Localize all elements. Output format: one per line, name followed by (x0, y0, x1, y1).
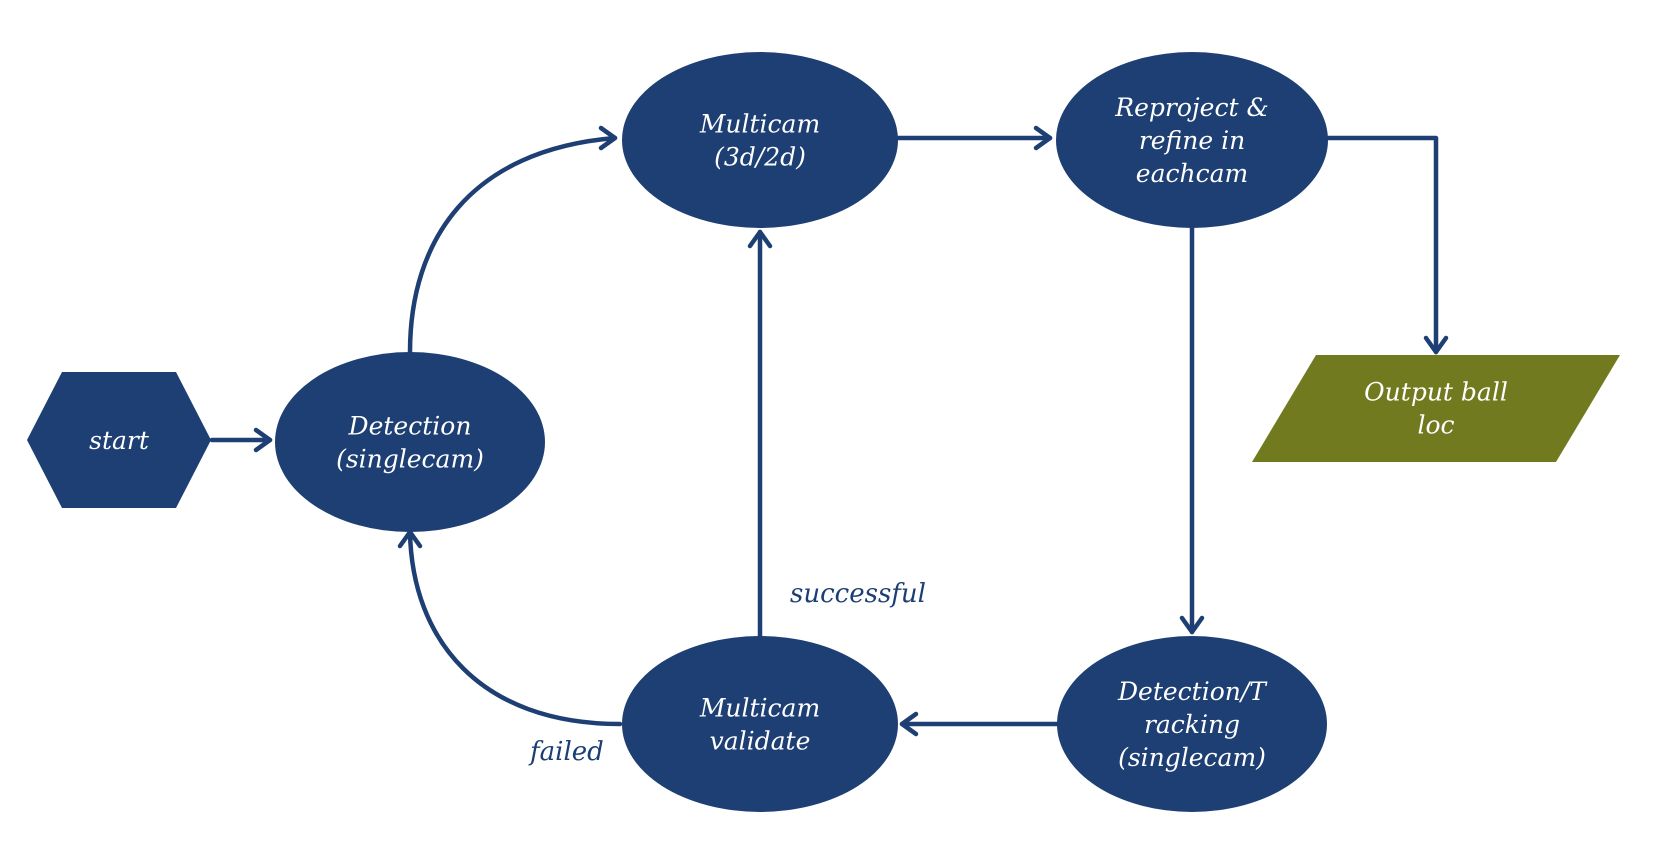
node-label-line: (3d/2d) (714, 143, 806, 172)
node-label-line: Detection/T (1117, 677, 1268, 706)
edge-validate-to-detection (407, 529, 623, 727)
start-hexagon (27, 372, 211, 508)
output-parallelogram (1252, 355, 1620, 462)
nodes: start Detection (singlecam) Multicam (3d/2… (27, 52, 1620, 812)
node-label-line: Reproject & (1114, 93, 1268, 122)
node-output-ball-loc[interactable]: Output ball loc (1252, 355, 1620, 462)
validate-ellipse (622, 636, 898, 812)
tracking-label: Detection/T racking (singlecam) (1117, 677, 1268, 772)
edges (209, 125, 1449, 737)
node-label-line: (singlecam) (1118, 743, 1266, 772)
node-label-line: eachcam (1136, 159, 1248, 188)
node-multicam-3d2d[interactable]: Multicam (3d/2d) (622, 52, 898, 228)
arrowhead-detection-left (253, 427, 273, 453)
reproject-ellipse (1056, 52, 1328, 228)
node-start[interactable]: start (27, 372, 211, 508)
successful-label: successful (790, 579, 926, 609)
detection-label: Detection (singlecam) (336, 412, 484, 474)
node-detection-tracking[interactable]: Detection/T racking (singlecam) (1057, 636, 1327, 812)
tracking-ellipse (1057, 636, 1327, 812)
arrowhead-reproject-left (1033, 125, 1053, 151)
arrowhead-tracking-top (1179, 615, 1205, 635)
node-label-line: start (89, 426, 150, 455)
node-label-line: (singlecam) (336, 445, 484, 474)
failed-label: failed (528, 737, 604, 767)
edge-labels: successful failed (528, 579, 926, 767)
output-label: Output ball loc (1364, 378, 1508, 440)
start-label: start (89, 426, 150, 455)
reproject-label: Reproject & refine in eachcam (1114, 93, 1268, 188)
multicam-label: Multicam (3d/2d) (699, 110, 820, 172)
node-label-line: Multicam (699, 110, 820, 139)
detection-ellipse (275, 352, 545, 532)
node-detection-singlecam[interactable]: Detection (singlecam) (275, 352, 545, 532)
node-label-line: validate (710, 727, 811, 756)
node-label-line: Multicam (699, 694, 820, 723)
edge-reproject-to-output (1325, 135, 1439, 355)
node-label-line: Detection (348, 412, 472, 441)
node-label-line: refine in (1139, 126, 1245, 155)
node-reproject-refine[interactable]: Reproject & refine in eachcam (1056, 52, 1328, 228)
edge-detection-to-multicam (407, 135, 618, 355)
arrowhead-multicam-left (598, 125, 618, 151)
multicam-ellipse (622, 52, 898, 228)
validate-label: Multicam validate (699, 694, 820, 756)
node-multicam-validate[interactable]: Multicam validate (622, 636, 898, 812)
arrowhead-validate-right (899, 711, 919, 737)
node-label-line: loc (1417, 411, 1454, 440)
arrowhead-output-top (1423, 335, 1449, 355)
node-label-line: racking (1144, 710, 1240, 739)
arrowhead-multicam-bottom (747, 229, 773, 249)
node-label-line: Output ball (1364, 378, 1508, 407)
